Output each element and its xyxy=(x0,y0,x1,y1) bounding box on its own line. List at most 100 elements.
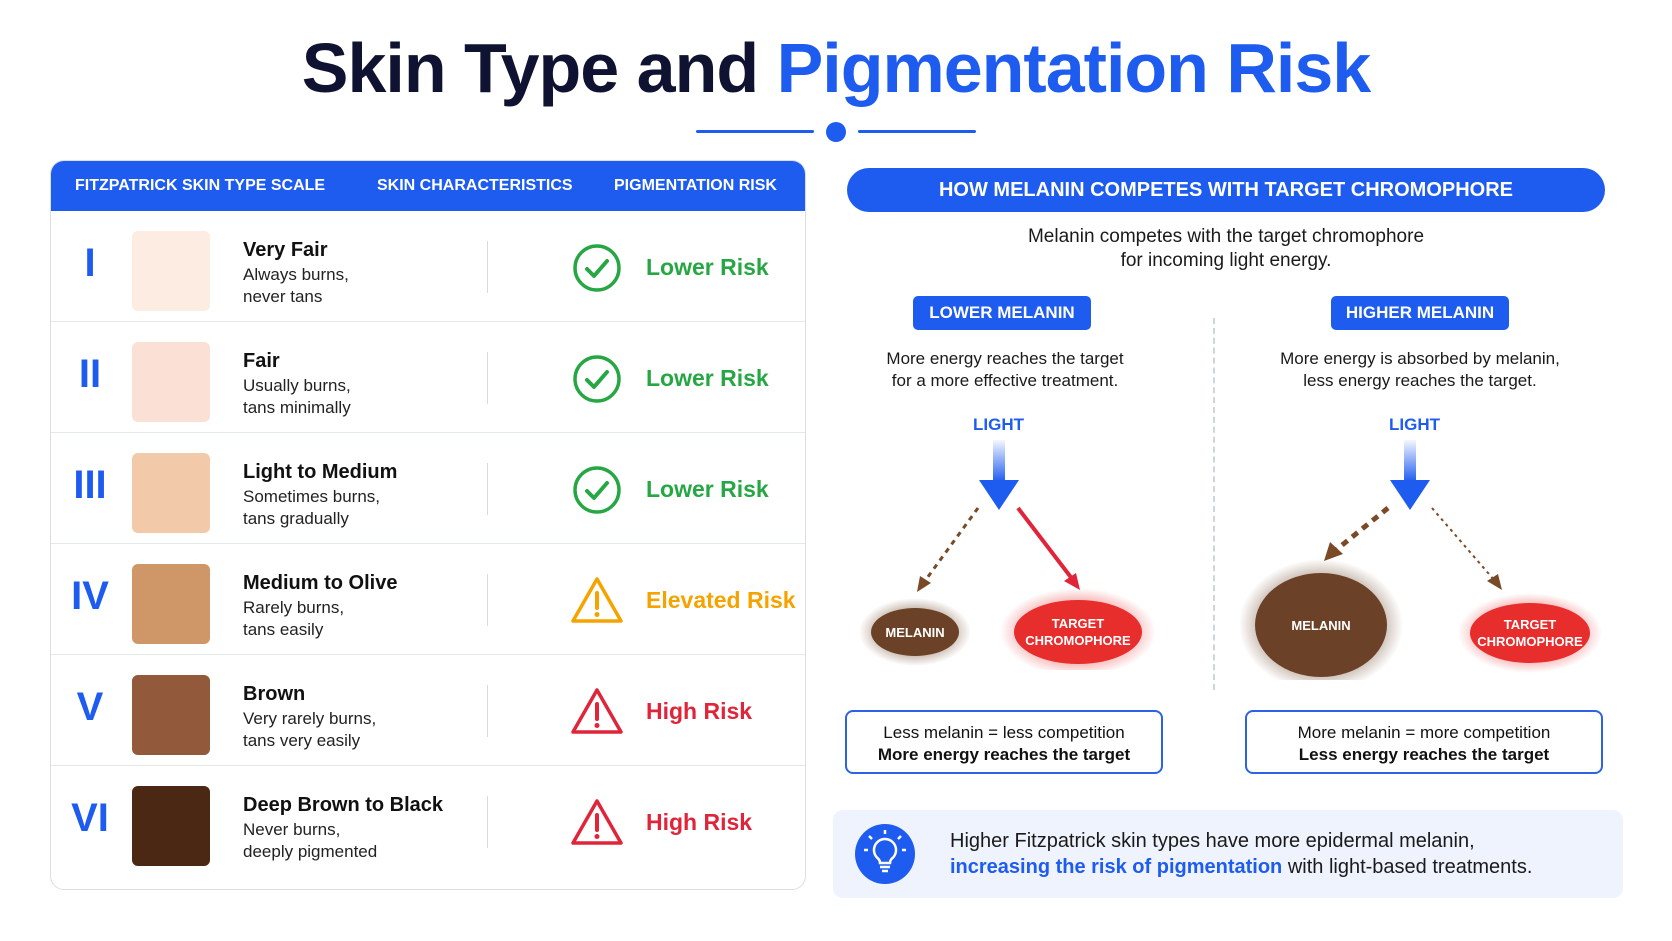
row-divider xyxy=(487,796,488,848)
intro-line-2: for incoming light energy. xyxy=(1120,250,1332,271)
description-line-1: Usually burns, xyxy=(243,376,351,395)
higher-melanin-description: More energy is absorbed by melanin, less… xyxy=(1250,348,1590,392)
description-line-1: Always burns, xyxy=(243,265,349,284)
lower-target-label-2: CHROMOPHORE xyxy=(1025,633,1131,648)
melanin-competition-intro: Melanin competes with the target chromop… xyxy=(847,225,1605,273)
higher-melanin-note: More melanin = more competition Less ene… xyxy=(1245,710,1603,774)
key-insight-callout: Higher Fitzpatrick skin types have more … xyxy=(833,810,1623,898)
higher-desc-line-2: less energy reaches the target. xyxy=(1303,371,1537,390)
light-beam xyxy=(1404,440,1416,482)
light-to-melanin-arrow xyxy=(1334,506,1390,552)
description-line-2: never tans xyxy=(243,287,323,306)
risk-level-label: Lower Risk xyxy=(646,365,769,391)
description-line-1: Never burns, xyxy=(243,820,341,839)
skin-type-numeral: I xyxy=(84,241,96,285)
higher-target-label-2: CHROMOPHORE xyxy=(1477,634,1583,649)
higher-melanin-diagram: MELANIN TARGET CHROMOPHORE xyxy=(1240,440,1602,680)
higher-melanin-pill: HIGHER MELANIN xyxy=(1331,296,1509,330)
skin-type-numeral: IV xyxy=(71,574,109,618)
light-arrow-icon xyxy=(1390,480,1430,510)
header-pigmentation-risk: PIGMENTATION RISK xyxy=(614,177,777,194)
skin-type-numeral: VI xyxy=(71,796,109,840)
check-circle-icon xyxy=(570,463,624,517)
warning-triangle-icon xyxy=(570,574,624,628)
higher-light-label: LIGHT xyxy=(1389,415,1440,434)
lower-light-label: LIGHT xyxy=(973,415,1024,434)
melanin-large xyxy=(1255,573,1387,677)
description-line-2: tans minimally xyxy=(243,398,351,417)
higher-target-label-1: TARGET xyxy=(1504,617,1557,632)
skin-type-description: Never burns, deeply pigmented xyxy=(243,819,463,863)
lower-melanin-note: Less melanin = less competition More ene… xyxy=(845,710,1163,774)
light-to-melanin-arrow xyxy=(920,507,980,586)
melanin-small xyxy=(871,608,959,656)
higher-note-line-2: Less energy reaches the target xyxy=(1298,745,1550,764)
target-chromophore xyxy=(1014,600,1142,664)
skin-type-name: Deep Brown to Black xyxy=(243,794,444,816)
lower-melanin-label: MELANIN xyxy=(885,625,944,640)
skin-type-description: Always burns, never tans xyxy=(243,264,463,308)
description-line-2: tans very easily xyxy=(243,731,361,750)
higher-melanin-label: MELANIN xyxy=(1291,618,1350,633)
lower-melanin-description: More energy reaches the target for a mor… xyxy=(845,348,1165,392)
key-insight-text: Higher Fitzpatrick skin types have more … xyxy=(950,828,1532,880)
higher-note-line-1: More melanin = more competition xyxy=(1297,723,1551,742)
intro-line-1: Melanin competes with the target chromop… xyxy=(1027,226,1425,247)
header-skin-type-scale: FITZPATRICK SKIN TYPE SCALE xyxy=(75,177,326,194)
row-divider xyxy=(487,574,488,626)
lower-desc-line-2: for a more effective treatment. xyxy=(891,371,1119,390)
lower-melanin-pill: LOWER MELANIN xyxy=(913,296,1091,330)
header-skin-characteristics: SKIN CHARACTERISTICS xyxy=(377,177,573,194)
risk-level-label: Lower Risk xyxy=(646,476,769,502)
warning-triangle-icon xyxy=(570,685,624,739)
skin-type-name: Light to Medium xyxy=(243,461,398,483)
check-circle-icon xyxy=(570,241,624,295)
description-line-2: tans gradually xyxy=(243,509,349,528)
lightbulb-icon xyxy=(855,824,915,884)
lower-desc-line-1: More energy reaches the target xyxy=(886,349,1124,368)
light-beam xyxy=(993,440,1005,482)
lower-note-line-1: Less melanin = less competition xyxy=(883,723,1125,742)
skin-tone-swatch xyxy=(132,786,210,866)
insight-line-2: increasing the risk of pigmentation with… xyxy=(950,854,1532,880)
skin-tone-swatch xyxy=(132,564,210,644)
lower-target-label-1: TARGET xyxy=(1052,616,1105,631)
risk-level-label: Elevated Risk xyxy=(646,587,796,613)
description-line-2: tans easily xyxy=(243,620,324,639)
skin-type-numeral: III xyxy=(73,463,107,507)
row-divider xyxy=(487,241,488,293)
table-header: FITZPATRICK SKIN TYPE SCALE SKIN CHARACT… xyxy=(51,161,805,211)
title-underline-decoration xyxy=(696,118,976,144)
lower-melanin-diagram: MELANIN TARGET CHROMOPHORE xyxy=(859,440,1156,670)
fitzpatrick-table: FITZPATRICK SKIN TYPE SCALE SKIN CHARACT… xyxy=(50,160,806,890)
higher-desc-line-1: More energy is absorbed by melanin, xyxy=(1280,349,1560,368)
skin-tone-swatch xyxy=(132,231,210,311)
skin-tone-swatch xyxy=(132,342,210,422)
skin-type-numeral: V xyxy=(76,685,104,729)
insight-line-2-rest: with light-based treatments. xyxy=(1282,856,1533,878)
risk-level-label: High Risk xyxy=(646,698,753,724)
lower-note-line-2: More energy reaches the target xyxy=(877,745,1131,764)
skin-type-description: Rarely burns,tans easily xyxy=(243,597,463,641)
insight-line-1: Higher Fitzpatrick skin types have more … xyxy=(950,830,1475,852)
description-line-1: Very rarely burns, xyxy=(243,709,377,728)
light-to-target-arrow xyxy=(1431,507,1496,582)
insight-highlight: increasing the risk of pigmentation xyxy=(950,856,1283,878)
skin-type-description: Very rarely burns, tans very easily xyxy=(243,708,463,752)
risk-level-label: High Risk xyxy=(646,809,753,835)
row-divider xyxy=(487,352,488,404)
description-line-1: Sometimes burns, xyxy=(243,487,380,506)
risk-level-label: Lower Risk xyxy=(646,254,769,280)
skin-type-description: Sometimes burns, tans gradually xyxy=(243,486,463,530)
light-to-target-arrow xyxy=(1016,506,1075,582)
row-divider xyxy=(487,463,488,515)
description-line-2: deeply pigmented xyxy=(243,842,378,861)
light-arrow-icon xyxy=(979,480,1019,510)
skin-tone-swatch xyxy=(132,675,210,755)
